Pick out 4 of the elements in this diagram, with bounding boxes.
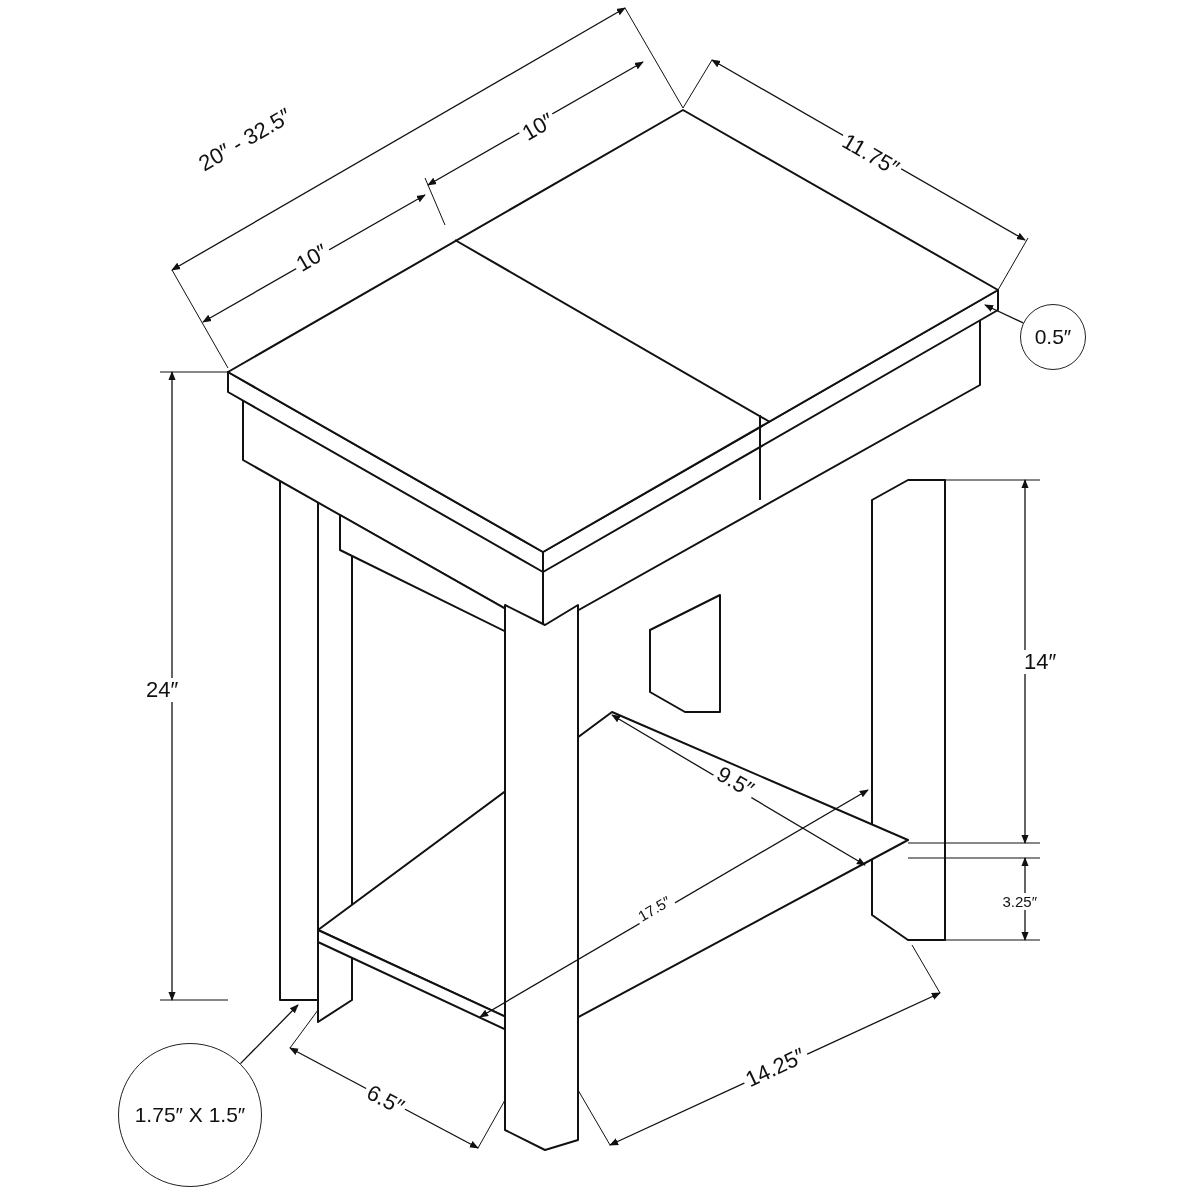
leader-line bbox=[239, 1004, 299, 1065]
callout-text: 0.5″ bbox=[1034, 325, 1072, 349]
callout-text: 1.75″ X 1.5″ bbox=[134, 1103, 246, 1127]
leader-line bbox=[984, 304, 1024, 324]
